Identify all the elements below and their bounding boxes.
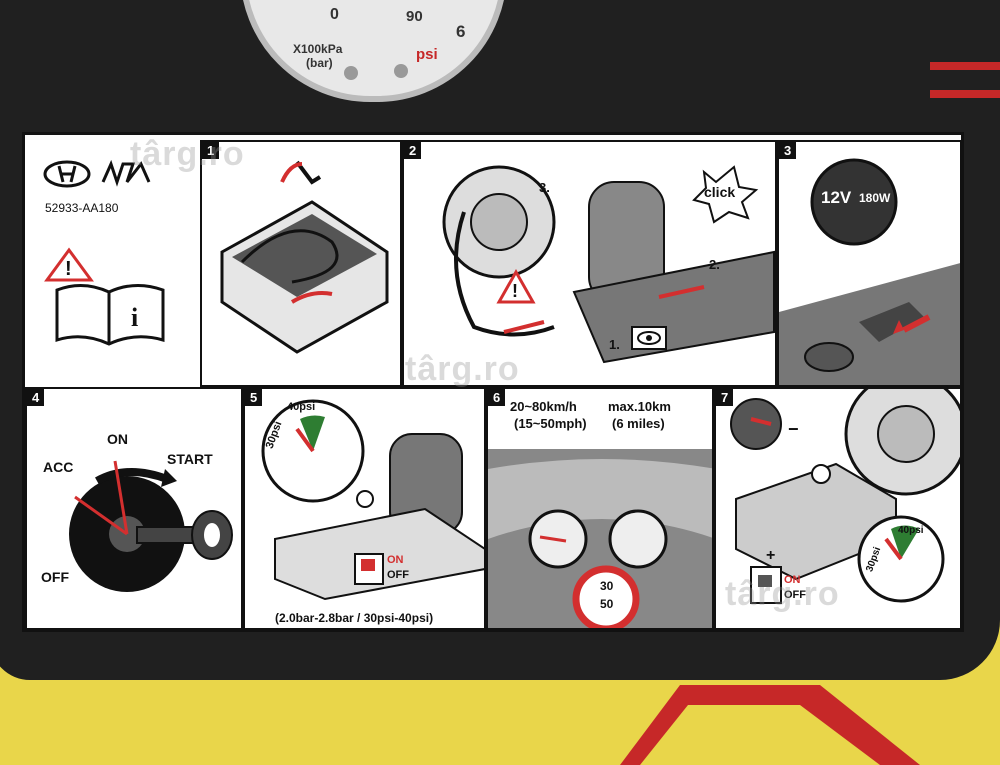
- step-4-panel: 4 ON ACC START OFF: [25, 387, 243, 630]
- part-number: 52933-AA180: [45, 201, 119, 215]
- warning-stripe: [930, 62, 1000, 70]
- switch-on-label: ON: [784, 574, 801, 586]
- power-socket-icon: [810, 158, 898, 246]
- pressure-range: (2.0bar-2.8bar / 30psi-40psi): [275, 611, 434, 625]
- speed-range-mph: (15~50mph): [514, 416, 587, 431]
- step-7-illustration: [730, 389, 960, 604]
- gauge-unit-kpa: X100kPa: [293, 42, 343, 56]
- ignition-off: OFF: [41, 569, 69, 585]
- hyundai-h: [57, 165, 77, 183]
- step-number: 7: [716, 389, 734, 406]
- gauge-six: 6: [456, 22, 466, 41]
- ignition-acc: ACC: [43, 459, 74, 475]
- step-3-illustration: [779, 158, 960, 385]
- warning-triangle-icon: [496, 268, 536, 304]
- step-3-panel: 3 12V 180W: [777, 140, 962, 387]
- psi-40-label: 40psi: [287, 401, 316, 413]
- step-number: 5: [245, 389, 263, 406]
- step-6-illustration: [488, 449, 712, 628]
- gauge-ninety: 90: [406, 8, 423, 25]
- socket-voltage: 12V: [821, 188, 852, 207]
- step-2-illustration: !: [442, 165, 775, 364]
- plus-sign: +: [766, 547, 776, 564]
- step-5-panel: 5 30psi 40psi ON OFF (2.0bar-2.8bar / 30…: [243, 387, 486, 630]
- switch-on-label: ON: [387, 554, 404, 566]
- kia-logo: [101, 159, 151, 187]
- gauge-screw: [394, 64, 408, 78]
- speed-range: 20~80km/h: [510, 399, 577, 414]
- max-distance-miles: (6 miles): [612, 416, 665, 431]
- max-distance: max.10km: [608, 399, 671, 414]
- click-burst: [692, 165, 759, 224]
- step-6-panel: 6 20~80km/h (15~50mph) max.10km (6 miles…: [486, 387, 714, 630]
- svg-text:i: i: [131, 303, 138, 332]
- step-number: 1: [202, 142, 220, 159]
- gauge-zero: 0: [330, 6, 339, 23]
- step-number: 4: [27, 389, 45, 406]
- click-label: click: [704, 184, 736, 200]
- svg-text:!: !: [512, 281, 518, 301]
- step-number: 6: [488, 389, 506, 406]
- sign-bottom-value: 50: [600, 597, 614, 611]
- watermark: târg.ro: [130, 135, 245, 173]
- minus-sign: −: [788, 419, 799, 439]
- socket-watt: 180W: [859, 191, 891, 205]
- gauge-unit-psi: psi: [416, 46, 438, 63]
- warning-triangle-icon: [44, 247, 94, 282]
- step-2-panel: 2 ! click 3. 2. 1.: [402, 140, 777, 387]
- sign-top-value: 30: [600, 579, 614, 593]
- psi-40-label: 40psi: [898, 525, 924, 536]
- switch-off-label: OFF: [784, 589, 806, 601]
- hyundai-logo: [43, 160, 91, 188]
- tachometer-icon: [608, 509, 668, 569]
- svg-text:!: !: [65, 258, 72, 280]
- marker-1: 1.: [609, 337, 620, 352]
- step-1-illustration: [220, 160, 389, 354]
- watermark: târg.ro: [405, 350, 520, 388]
- step-4-illustration: [69, 460, 233, 592]
- marker-2: 2.: [709, 257, 720, 272]
- step-7-panel: 7 − + ON OFF 30psi 40psi: [714, 387, 962, 630]
- ignition-on: ON: [107, 431, 128, 447]
- step-number: 3: [779, 142, 797, 159]
- ignition-start: START: [167, 451, 213, 467]
- gauge-unit-bar: (bar): [306, 56, 333, 70]
- step-1-panel: 1: [200, 140, 402, 387]
- warning-stripe: [930, 90, 1000, 98]
- watermark: târg.ro: [725, 575, 840, 613]
- brand-logos: ! i: [43, 159, 165, 346]
- brand-panel: ! i 52933-AA180: [25, 140, 200, 387]
- instruction-label: ! i 52933-AA180 1 2 !: [22, 132, 964, 632]
- speed-limit-sign: [572, 565, 640, 628]
- switch-off-label: OFF: [387, 569, 409, 581]
- step-number: 2: [404, 142, 422, 159]
- marker-3: 3.: [539, 180, 550, 195]
- gauge-screw: [344, 66, 358, 80]
- step-5-illustration: [261, 399, 484, 601]
